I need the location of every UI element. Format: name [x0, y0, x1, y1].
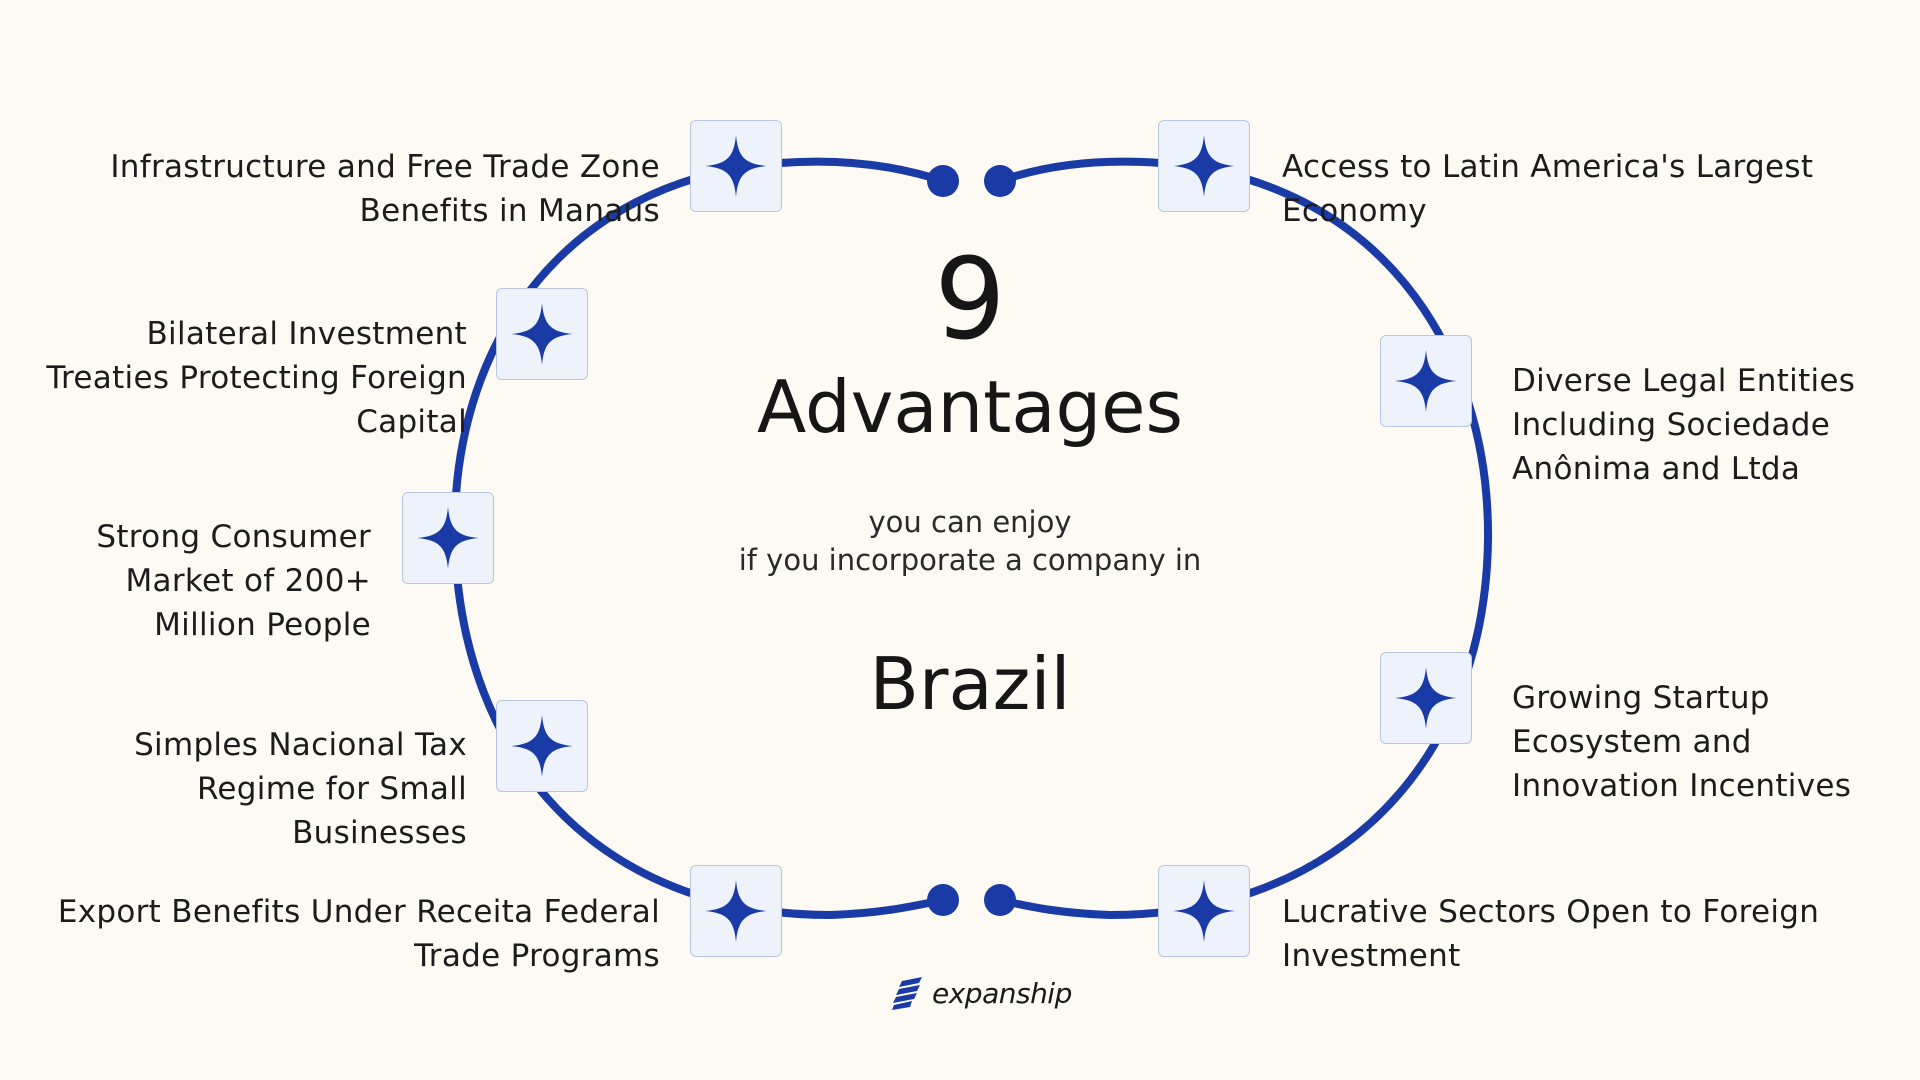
advantage-label-line: Capital	[356, 404, 467, 440]
advantage-label-line: Trade Programs	[414, 938, 660, 974]
advantage-label-line: Strong Consumer	[96, 519, 371, 555]
advantage-badge-8	[690, 865, 782, 957]
advantage-count: 9	[934, 235, 1006, 365]
ring-dot-top-left	[927, 165, 959, 197]
advantage-badge-6	[1380, 652, 1472, 744]
ring-dot-bottom-left	[927, 884, 959, 916]
four-point-star-icon	[1395, 350, 1457, 412]
advantage-label-line: Lucrative Sectors Open to Foreign	[1282, 894, 1820, 930]
advantage-badge-1	[690, 120, 782, 212]
four-point-star-icon	[705, 880, 767, 942]
advantage-label-line: Million People	[154, 607, 371, 643]
advantage-label-line: Regime for Small	[196, 771, 467, 807]
subtitle-line-1: you can enjoy	[868, 505, 1072, 539]
brand-name: expanship	[932, 976, 1072, 1010]
advantage-label-line: Businesses	[292, 815, 467, 851]
advantage-badge-5	[402, 492, 494, 584]
four-point-star-icon	[417, 507, 479, 569]
four-point-star-icon	[1173, 135, 1235, 197]
country-name: Brazil	[869, 642, 1071, 726]
advantage-label-line: Diverse Legal Entities	[1512, 363, 1856, 399]
advantage-label-line: Economy	[1282, 193, 1427, 229]
advantage-label-line: Market of 200+	[125, 563, 371, 599]
advantage-label-line: Access to Latin America's Largest	[1282, 149, 1814, 185]
four-point-star-icon	[1173, 880, 1235, 942]
four-point-star-icon	[1395, 667, 1457, 729]
advantage-label-line: Benefits in Manaus	[359, 193, 660, 229]
advantage-label-line: Investment	[1282, 938, 1461, 974]
subtitle-line-2: if you incorporate a company in	[738, 543, 1202, 577]
advantage-badge-2	[1158, 120, 1250, 212]
four-point-star-icon	[511, 715, 573, 777]
advantage-label-line: Ecosystem and	[1512, 724, 1752, 760]
advantage-label-line: Export Benefits Under Receita Federal	[57, 894, 660, 930]
advantage-badge-9	[1158, 865, 1250, 957]
expanship-logo-icon	[892, 977, 922, 1010]
advantage-badge-7	[496, 700, 588, 792]
advantage-label-line: Innovation Incentives	[1512, 768, 1852, 804]
advantage-label-line: Simples Nacional Tax	[134, 727, 467, 763]
diagram-heading: Advantages	[757, 365, 1183, 449]
ring-dot-top-right	[984, 165, 1016, 197]
ring-dot-bottom-right	[984, 884, 1016, 916]
advantage-label-line: Bilateral Investment	[146, 316, 467, 352]
advantage-label-line: Infrastructure and Free Trade Zone	[110, 149, 660, 185]
advantage-label-line: Treaties Protecting Foreign	[46, 360, 467, 396]
advantage-label-line: Growing Startup	[1512, 680, 1770, 716]
brand-logo: expanship	[892, 975, 1072, 1011]
advantage-badge-3	[496, 288, 588, 380]
advantage-badge-4	[1380, 335, 1472, 427]
four-point-star-icon	[511, 303, 573, 365]
advantage-label-line: Including Sociedade	[1512, 407, 1831, 443]
four-point-star-icon	[705, 135, 767, 197]
advantage-label-line: Anônima and Ltda	[1512, 451, 1801, 487]
